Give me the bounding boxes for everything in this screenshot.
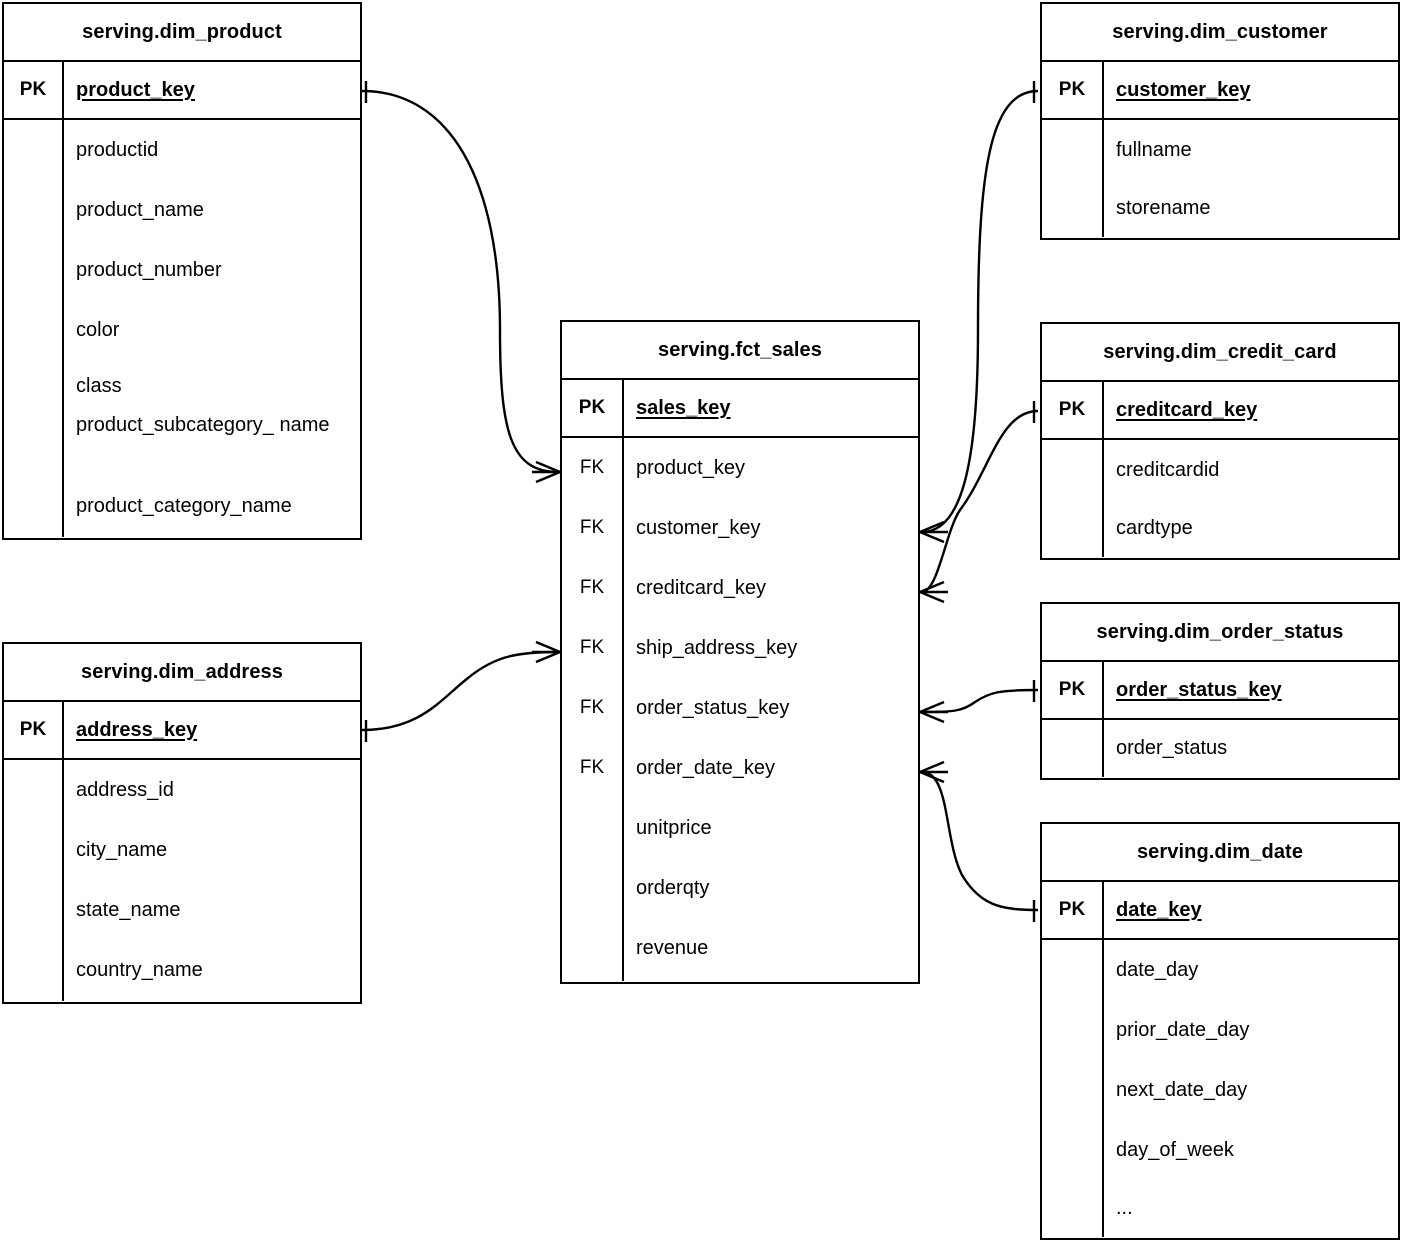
entity-dim-date[interactable]: serving.dim_date PK date_key date_day pr…: [1040, 822, 1400, 1240]
attribute: ...: [1116, 1197, 1133, 1220]
attribute: product_category_name: [76, 494, 292, 517]
measure: orderqty: [636, 876, 710, 899]
attribute: date_day: [1116, 958, 1199, 981]
crowsfoot-date-b: [919, 770, 945, 784]
crowsfoot-product-b: [535, 470, 561, 484]
crowsfoot-product-a: [535, 460, 561, 474]
entity-dim-order-status[interactable]: serving.dim_order_status PK order_status…: [1040, 602, 1400, 780]
pk-row-dim-credit-card: PK creditcard_key: [1042, 382, 1398, 440]
relationship-creditcard: [919, 401, 1039, 604]
attribute: color: [76, 318, 120, 341]
pk-row-dim-date: PK date_key: [1042, 882, 1398, 940]
crowsfoot-customer-a: [919, 520, 945, 534]
attributes-dim-address: address_id city_name state_name country_…: [4, 760, 360, 1001]
crowsfoot-address-b: [535, 650, 561, 664]
fk-field: order_status_key: [636, 696, 790, 719]
entity-dim-product[interactable]: serving.dim_product PK product_key produ…: [2, 2, 362, 540]
attribute: creditcardid: [1116, 458, 1220, 481]
fk-label: FK: [579, 637, 605, 658]
entity-title: serving.dim_product: [4, 4, 360, 62]
attribute: day_of_week: [1116, 1138, 1234, 1161]
fk-label: FK: [579, 757, 605, 778]
attribute: prior_date_day: [1116, 1018, 1250, 1041]
fk-field: creditcard_key: [636, 576, 767, 599]
pk-field: product_key: [76, 78, 195, 101]
attribute: cardtype: [1116, 517, 1193, 540]
fk-field: product_key: [636, 456, 745, 479]
crowsfoot-date-a: [919, 760, 945, 774]
pk-label: PK: [19, 719, 47, 740]
pk-label: PK: [1058, 79, 1086, 100]
pk-row-dim-order-status: PK order_status_key: [1042, 662, 1398, 720]
crowsfoot-orderstatus-a: [919, 700, 945, 714]
pk-row-dim-address: PK address_key: [4, 702, 360, 760]
attributes-dim-order-status: order_status: [1042, 720, 1398, 777]
entity-dim-address[interactable]: serving.dim_address PK address_key addre…: [2, 642, 362, 1004]
pk-label: PK: [1058, 679, 1086, 700]
fk-field: order_date_key: [636, 756, 775, 779]
pk-row-dim-customer: PK customer_key: [1042, 62, 1398, 120]
pk-field: address_key: [76, 718, 198, 741]
crowsfoot-address-a: [535, 640, 561, 654]
attributes-dim-date: date_day prior_date_day next_date_day da…: [1042, 940, 1398, 1237]
fk-field: customer_key: [636, 516, 761, 539]
measure: revenue: [636, 936, 709, 959]
attribute: class: [76, 374, 122, 397]
pk-field: customer_key: [1116, 78, 1251, 101]
relationship-product: [361, 81, 561, 484]
measure: unitprice: [636, 816, 712, 839]
entity-title: serving.dim_order_status: [1042, 604, 1398, 662]
attribute: product_name: [76, 198, 204, 221]
entity-title: serving.dim_date: [1042, 824, 1398, 882]
attributes-dim-product: productid product_name product_number co…: [4, 120, 360, 537]
attribute: storename: [1116, 197, 1211, 220]
pk-field: date_key: [1116, 898, 1202, 921]
attributes-dim-customer: fullname storename: [1042, 120, 1398, 237]
attribute: next_date_day: [1116, 1078, 1248, 1101]
entity-title: serving.dim_credit_card: [1042, 324, 1398, 382]
entity-title: serving.dim_customer: [1042, 4, 1398, 62]
attribute: city_name: [76, 838, 168, 861]
entity-title: serving.dim_address: [4, 644, 360, 702]
relationship-address: [361, 640, 561, 742]
attribute: order_status: [1116, 737, 1228, 760]
relationship-date: [919, 760, 1039, 922]
attribute: product_number: [76, 258, 222, 281]
attribute: address_id: [76, 778, 174, 801]
entity-dim-customer[interactable]: serving.dim_customer PK customer_key ful…: [1040, 2, 1400, 240]
pk-field: order_status_key: [1116, 678, 1282, 701]
fk-label: FK: [579, 697, 605, 718]
crowsfoot-customer-b: [919, 530, 945, 544]
attribute: fullname: [1116, 138, 1192, 161]
fk-label: FK: [579, 517, 605, 538]
pk-field: creditcard_key: [1116, 398, 1258, 421]
entity-dim-credit-card[interactable]: serving.dim_credit_card PK creditcard_ke…: [1040, 322, 1400, 560]
crowsfoot-creditcard-a: [919, 580, 945, 594]
attribute: product_subcategory_ name: [76, 414, 330, 436]
entity-fct-sales[interactable]: serving.fct_sales PK sales_key FK FK FK …: [560, 320, 920, 984]
relationship-customer: [919, 81, 1039, 544]
pk-field: sales_key: [636, 396, 731, 419]
pk-label: PK: [1058, 899, 1086, 920]
relationship-orderstatus: [919, 680, 1039, 724]
columns-fct-sales: FK FK FK FK FK FK product_key customer_k…: [562, 438, 918, 981]
crowsfoot-orderstatus-b: [919, 710, 945, 724]
pk-label: PK: [578, 397, 606, 418]
attributes-dim-credit-card: creditcardid cardtype: [1042, 440, 1398, 557]
pk-label: PK: [1058, 399, 1086, 420]
attribute: state_name: [76, 898, 181, 921]
attribute: productid: [76, 138, 159, 161]
crowsfoot-creditcard-b: [919, 590, 945, 604]
fk-label: FK: [579, 457, 605, 478]
pk-row-dim-product: PK product_key: [4, 62, 360, 120]
fk-label: FK: [579, 577, 605, 598]
attribute: country_name: [76, 958, 203, 981]
pk-row-fct-sales: PK sales_key: [562, 380, 918, 438]
pk-label: PK: [19, 79, 47, 100]
fk-field: ship_address_key: [636, 636, 798, 659]
entity-title: serving.fct_sales: [562, 322, 918, 380]
